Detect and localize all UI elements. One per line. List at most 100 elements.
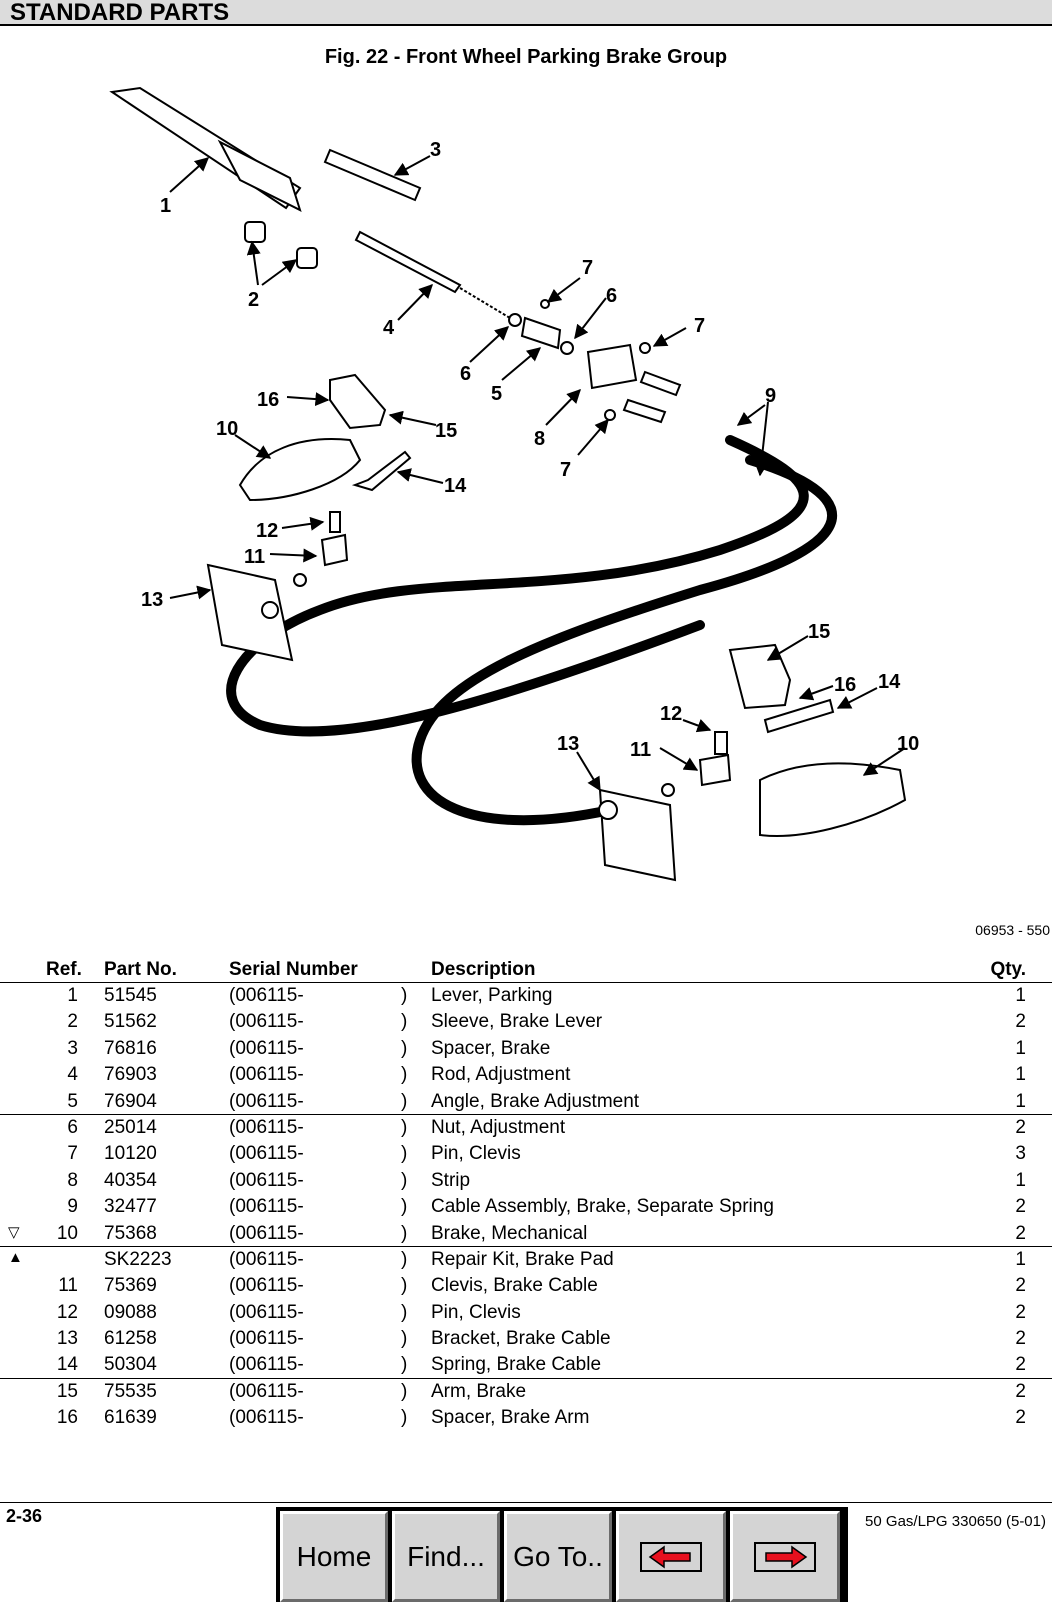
find-button[interactable]: Find...: [392, 1511, 500, 1602]
callout-9: 9: [765, 385, 776, 407]
row-serial: (006115-: [229, 1064, 304, 1086]
table-header: Ref. Part No. Serial Number Description …: [0, 955, 1052, 983]
callout-3: 3: [430, 139, 441, 161]
row-description: Pin, Clevis: [431, 1143, 521, 1165]
goto-button[interactable]: Go To..: [504, 1511, 612, 1602]
callout-11b: 11: [630, 739, 651, 761]
row-serial: (006115-: [229, 1407, 304, 1429]
back-button[interactable]: [616, 1511, 726, 1602]
row-part-no: 76816: [104, 1037, 157, 1059]
row-part-no: 10120: [104, 1143, 157, 1165]
brake-cables: [226, 435, 838, 826]
row-serial-end: ): [401, 1116, 408, 1138]
row-ref: 4: [67, 1064, 78, 1086]
row-serial-end: ): [401, 1407, 408, 1429]
row-qty: 2: [1015, 1328, 1026, 1350]
row-description: Lever, Parking: [431, 985, 553, 1006]
row-description: Spacer, Brake: [431, 1037, 551, 1059]
row-serial-end: ): [401, 1196, 408, 1218]
header-serial: Serial Number: [229, 959, 358, 980]
row-serial: (006115-: [229, 1011, 304, 1033]
callout-1: 1: [160, 195, 171, 217]
forward-button[interactable]: [730, 1511, 840, 1602]
callout-2: 2: [248, 289, 259, 311]
callout-6a: 6: [460, 363, 471, 385]
callout-15b: 15: [808, 621, 830, 643]
row-part-no: 75535: [104, 1380, 157, 1402]
row-part-no: 75368: [104, 1222, 157, 1244]
row-part-no: 76903: [104, 1064, 157, 1086]
left-arrow-icon: [640, 1541, 702, 1572]
callout-8: 8: [534, 428, 545, 450]
home-button[interactable]: Home: [280, 1511, 388, 1602]
row-qty: 2: [1015, 1275, 1026, 1297]
row-description: Repair Kit, Brake Pad: [431, 1248, 614, 1270]
row-part-no: 75369: [104, 1275, 157, 1297]
right-arrow-icon: [754, 1541, 816, 1572]
row-part-no: 76904: [104, 1090, 157, 1112]
row-serial-end: ): [401, 1090, 408, 1112]
section-title: STANDARD PARTS: [10, 0, 230, 26]
row-qty: 1: [1015, 985, 1026, 1006]
row-description: Nut, Adjustment: [431, 1116, 566, 1138]
row-serial-end: ): [401, 1143, 408, 1165]
row-serial: (006115-: [229, 1090, 304, 1112]
row-description: Cable Assembly, Brake, Separate Spring: [431, 1196, 774, 1218]
header-description: Description: [431, 959, 536, 980]
row-serial-end: ): [401, 1169, 408, 1191]
row-serial: (006115-: [229, 1037, 304, 1059]
row-serial-end: ): [401, 1064, 408, 1086]
row-ref: 12: [56, 1301, 78, 1323]
row-serial-end: ): [401, 1037, 408, 1059]
row-ref: 3: [67, 1037, 78, 1059]
row-qty: 1: [1015, 1169, 1026, 1191]
row-qty: 2: [1015, 1354, 1026, 1376]
row-serial-end: ): [401, 1248, 408, 1270]
row-serial: (006115-: [229, 1301, 304, 1323]
header-ref: Ref.: [46, 959, 82, 980]
publication-info: 50 Gas/LPG 330650 (5-01): [865, 1513, 1046, 1530]
row-ref: 10: [56, 1222, 78, 1244]
row-ref: 8: [67, 1169, 78, 1191]
row-part-no: 50304: [104, 1354, 157, 1376]
row-qty: 1: [1015, 1037, 1026, 1059]
row-ref: 7: [67, 1143, 78, 1165]
row-part-no: 51545: [104, 985, 157, 1006]
row-description: Bracket, Brake Cable: [431, 1328, 611, 1350]
row-serial: (006115-: [229, 1196, 304, 1218]
row-part-no: 61258: [104, 1328, 157, 1350]
row-qty: 1: [1015, 1090, 1026, 1112]
row-ref: 14: [56, 1354, 78, 1376]
callout-7b: 7: [694, 315, 705, 337]
row-part-no: SK2223: [104, 1248, 172, 1270]
row-serial: (006115-: [229, 1169, 304, 1191]
header-part-no: Part No.: [104, 959, 177, 980]
row-description: Spring, Brake Cable: [431, 1354, 602, 1376]
callout-15a: 15: [435, 420, 457, 442]
navigation-bar: Home Find... Go To..: [276, 1507, 848, 1602]
callout-numbers: 1 2 3 4 5 6 6 7 7 7 8 9 10 10 11 11 12 1…: [141, 139, 919, 761]
callout-11a: 11: [244, 546, 265, 568]
row-qty: 2: [1015, 1011, 1026, 1033]
callout-7a: 7: [582, 257, 593, 279]
row-part-no: 32477: [104, 1196, 157, 1218]
row-description: Brake, Mechanical: [431, 1222, 588, 1244]
row-ref: 6: [67, 1116, 78, 1138]
callout-7c: 7: [560, 459, 571, 481]
row-serial: (006115-: [229, 1275, 304, 1297]
callout-10a: 10: [216, 418, 238, 440]
row-serial-end: ): [401, 1275, 408, 1297]
parts-table: Ref. Part No. Serial Number Description …: [0, 955, 1052, 1432]
row-description: Spacer, Brake Arm: [431, 1407, 590, 1429]
